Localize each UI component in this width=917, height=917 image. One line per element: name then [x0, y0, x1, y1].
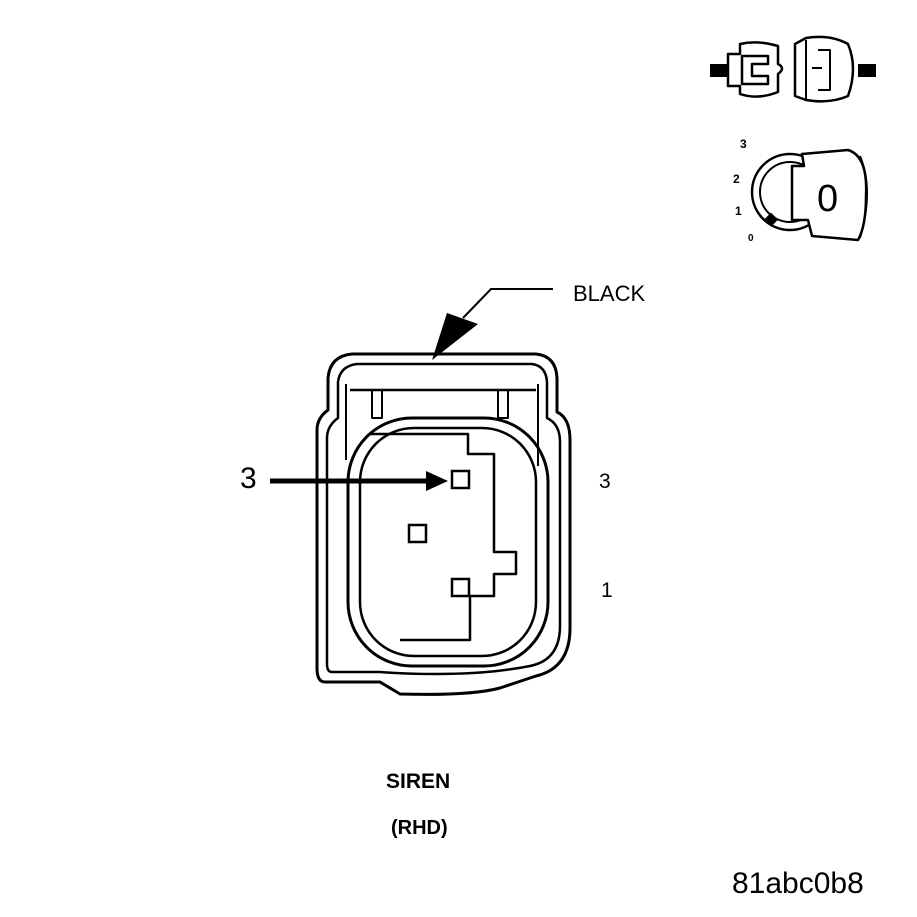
connector-color-label: BLACK	[573, 281, 646, 306]
callout-arrow	[270, 471, 448, 491]
ignition-key-icon	[750, 148, 868, 242]
terminal-cavities	[407, 469, 471, 598]
key-position-label: 0	[817, 178, 839, 220]
color-leader-arrow	[432, 288, 553, 360]
dial-position-1: 1	[735, 204, 742, 218]
keying-profile	[370, 432, 518, 642]
latch-post-left	[371, 389, 383, 419]
diagram-subtitle: (RHD)	[391, 817, 448, 839]
terminal-cavity-1	[450, 577, 471, 598]
figure-id: 81abc0b8	[732, 867, 864, 900]
dial-position-3: 3	[740, 137, 747, 151]
connector-housing	[315, 352, 572, 696]
terminal-cavity-2	[407, 523, 428, 544]
dial-position-0: 0	[748, 233, 754, 244]
connector-disconnect-icon	[710, 35, 876, 103]
latch-post-right	[497, 389, 509, 419]
terminal-cavity-3	[450, 469, 471, 490]
diagram-title: SIREN	[386, 770, 451, 793]
dial-position-2: 2	[733, 172, 740, 186]
callout-pin-number: 3	[240, 462, 257, 495]
side-pin-label-bottom: 1	[601, 579, 613, 602]
housing-outer-outline	[315, 352, 572, 696]
housing-inner-outline	[325, 362, 562, 676]
cavity-inner	[358, 426, 538, 658]
cavity-outer	[346, 416, 550, 668]
side-pin-label-top: 3	[599, 470, 611, 493]
